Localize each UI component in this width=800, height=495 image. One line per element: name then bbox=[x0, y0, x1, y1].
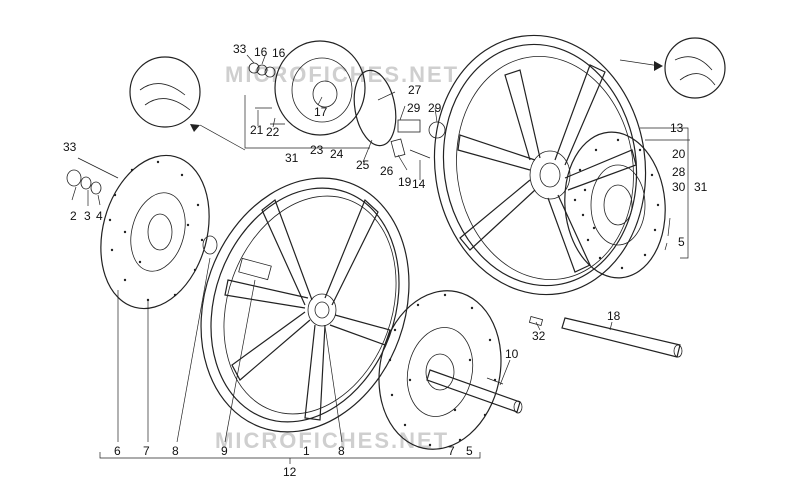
label-1: 1 bbox=[303, 444, 310, 458]
front-wheel bbox=[200, 177, 410, 433]
label-31-top: 31 bbox=[285, 151, 299, 165]
label-5-right: 5 bbox=[678, 235, 685, 249]
label-20: 20 bbox=[672, 147, 686, 161]
label-12: 12 bbox=[283, 465, 297, 479]
label-9: 9 bbox=[221, 444, 228, 458]
label-28: 28 bbox=[672, 165, 686, 179]
label-29-a: 29 bbox=[407, 101, 421, 115]
rear-brake-disc bbox=[564, 131, 666, 279]
label-33-left: 33 bbox=[63, 140, 77, 154]
label-26: 26 bbox=[380, 164, 394, 178]
label-2: 2 bbox=[70, 209, 77, 223]
label-31-right: 31 bbox=[694, 180, 708, 194]
label-30: 30 bbox=[672, 180, 686, 194]
label-14: 14 bbox=[412, 177, 426, 191]
label-7-right: 7 bbox=[448, 444, 455, 458]
label-5-bottom: 5 bbox=[466, 444, 473, 458]
label-10: 10 bbox=[505, 347, 519, 361]
detail-callout-right bbox=[619, 37, 726, 99]
label-22: 22 bbox=[266, 125, 280, 139]
label-8-left: 8 bbox=[172, 444, 179, 458]
detail-callout-left bbox=[129, 56, 246, 151]
rear-bracket-lines bbox=[244, 95, 690, 259]
label-13: 13 bbox=[670, 121, 684, 135]
label-6: 6 bbox=[114, 444, 121, 458]
label-25: 25 bbox=[356, 158, 370, 172]
rear-hub-assembly bbox=[274, 40, 446, 147]
label-8-right: 8 bbox=[338, 444, 345, 458]
label-18: 18 bbox=[607, 309, 621, 323]
label-7-left: 7 bbox=[143, 444, 150, 458]
part-labels: 33 16 16 17 27 29 29 21 22 23 24 25 26 1… bbox=[63, 42, 708, 479]
front-left-small-parts bbox=[66, 157, 218, 255]
label-27: 27 bbox=[408, 83, 422, 97]
label-17: 17 bbox=[314, 105, 328, 119]
label-16-b: 16 bbox=[272, 46, 286, 60]
label-21: 21 bbox=[250, 123, 264, 137]
label-33-top: 33 bbox=[233, 42, 247, 56]
rear-axle bbox=[528, 316, 683, 358]
label-19: 19 bbox=[398, 175, 412, 189]
assembly-bracket-12 bbox=[99, 452, 481, 464]
watermark-bottom: MICROFICHES.NET bbox=[215, 428, 449, 453]
label-29-b: 29 bbox=[428, 101, 442, 115]
leader-lines bbox=[71, 54, 671, 443]
label-32: 32 bbox=[532, 329, 546, 343]
front-axle bbox=[426, 369, 523, 414]
rear-wheel bbox=[433, 34, 647, 296]
label-24: 24 bbox=[330, 147, 344, 161]
label-3: 3 bbox=[84, 209, 91, 223]
label-4: 4 bbox=[96, 209, 103, 223]
label-23: 23 bbox=[310, 143, 324, 157]
front-left-brake-disc bbox=[100, 154, 210, 310]
label-16-a: 16 bbox=[254, 45, 268, 59]
